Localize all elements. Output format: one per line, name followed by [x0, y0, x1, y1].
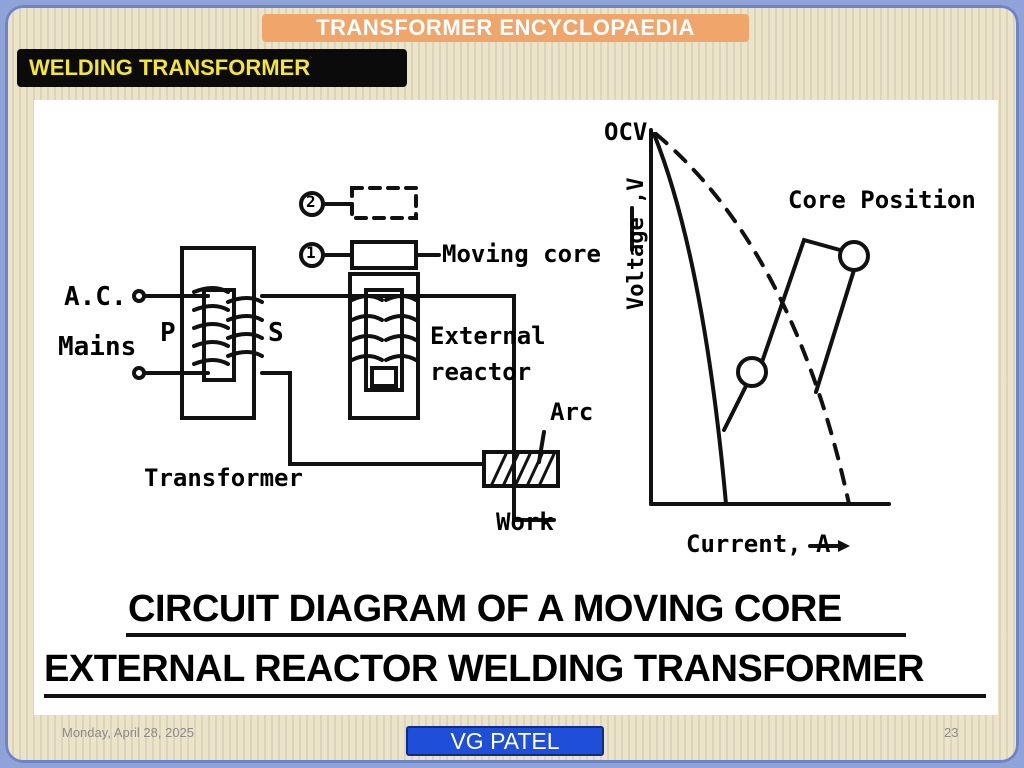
label-ac-mains-line2: Mains	[58, 332, 137, 362]
label-external: External	[430, 322, 546, 350]
caption-underline-2	[44, 694, 986, 698]
core-position-1	[350, 240, 418, 270]
label-transformer: Transformer	[144, 464, 303, 492]
circuit-diagram-figure: A.C. Mains P S Transformer 2 1 Moving co…	[34, 100, 998, 715]
label-voltage-axis: Voltage ,V	[624, 177, 649, 310]
footer-date: Monday, April 28, 2025	[62, 725, 195, 740]
curve-core-position-2	[654, 132, 851, 506]
label-arc: Arc	[550, 398, 594, 426]
work-piece	[482, 450, 560, 488]
label-work: Work	[496, 508, 554, 536]
label-core-position: Core Position	[788, 186, 976, 214]
caption-line-1: CIRCUIT DIAGRAM OF A MOVING CORE	[128, 588, 842, 630]
label-moving-core: Moving core	[442, 240, 601, 268]
label-secondary: S	[268, 318, 284, 348]
section-title: WELDING TRANSFORMER	[17, 49, 407, 87]
curve-core-position-1	[652, 132, 728, 506]
diagram-svg	[132, 128, 891, 552]
caption-underline-1	[126, 633, 906, 637]
label-ac-mains-line1: A.C.	[64, 282, 127, 312]
label-ocv: OCV	[604, 118, 648, 146]
label-current-axis: Current, A	[686, 530, 831, 558]
caption-line-2: EXTERNAL REACTOR WELDING TRANSFORMER	[44, 648, 924, 690]
label-primary: P	[160, 318, 176, 348]
label-reactor: reactor	[430, 358, 532, 386]
label-position-1: 1	[306, 243, 316, 262]
presentation-banner: TRANSFORMER ENCYCLOPAEDIA	[262, 14, 749, 42]
external-reactor-core	[348, 272, 420, 420]
page-number: 23	[944, 725, 959, 740]
author-label: VG PATEL	[406, 726, 604, 756]
label-position-2: 2	[306, 192, 316, 211]
core-position-2	[350, 186, 418, 220]
